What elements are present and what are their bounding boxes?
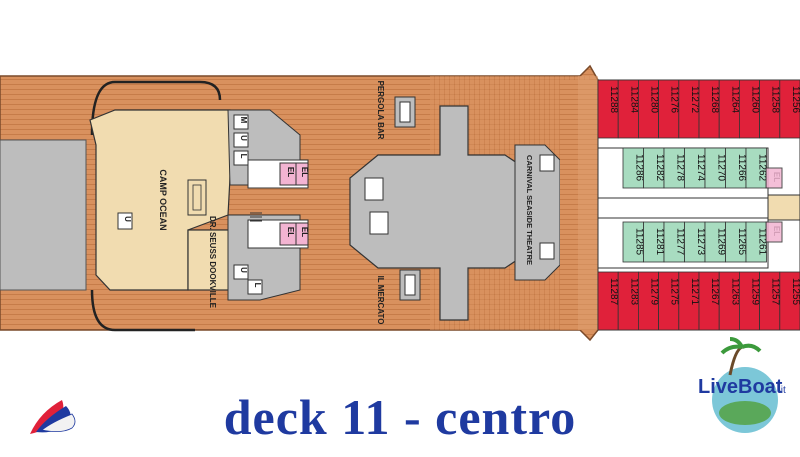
cabin-number: 11287 [608,278,619,306]
elevator-code: EL [300,167,309,177]
cabin-number: 11276 [669,86,680,114]
cabin-number: 11273 [695,228,706,256]
elevator-code: EL [286,167,295,177]
elevator-code: EL [286,227,295,237]
cabin-number: 11274 [695,154,706,182]
cabin-number: 11267 [709,278,720,306]
cabin-number: 11270 [715,154,726,182]
cabin-number: 11288 [608,86,619,114]
pergola-bar-label: PERGOLA BAR [376,81,385,140]
cabin-number: 11256 [790,86,800,114]
toilet-code: U [239,267,248,273]
deck-caption: deck 11 - centro [223,389,577,445]
dr-seuss-label: DR. SEUSS DOOKVILLE [208,216,217,309]
cabin-number: 11255 [790,278,800,306]
cabin-number: 11285 [633,228,644,256]
cabin-number: 11268 [709,86,720,114]
cabin-number: 11259 [750,278,761,306]
cabin-number: 11272 [689,86,700,114]
cabin-number: 11263 [729,278,740,306]
liveboat-logo-icon: LiveBoat .it [698,337,786,433]
cabin-number: 11275 [669,278,680,306]
toilet-code: M [239,117,248,124]
liveboat-suffix: .it [778,385,786,396]
cabin-number: 11260 [750,86,761,114]
cabin-number: 11282 [654,154,665,182]
cabin-number: 11261 [756,228,767,256]
cabin-number: 11264 [729,86,740,114]
cabin-number: 11280 [649,86,660,114]
liveboat-wordmark: LiveBoat [698,376,783,398]
cabin-number: 11257 [770,278,781,306]
toilet-code: U [239,135,248,141]
cabin-number: 11265 [736,228,747,256]
cabin-number: 11266 [736,154,747,182]
toilet-code: L [239,154,248,159]
cabin-number: 11262 [756,154,767,182]
dr-seuss-room [187,229,231,291]
stairs [250,212,262,222]
carnival-logo-icon [30,400,76,434]
cabin-number: 11271 [689,278,700,306]
camp-ocean-counter [187,179,207,216]
cabin-number: 11281 [654,228,665,256]
cabin-number: 11269 [715,228,726,256]
cabin-number: 11284 [628,86,639,114]
central-structure [349,105,521,321]
cabin-number: 11277 [674,228,685,256]
theatre-label: CARNIVAL SEASIDE THEATRE [525,155,534,265]
elevator-code: EL [300,227,309,237]
deck-plan: 11288 11284 11280 11276 11272 11268 11264 11260… [0,64,800,342]
cabin-number: 11286 [633,154,644,182]
cabin-number: 11279 [649,278,660,306]
toilet-code: U [123,216,132,222]
il-mercato-label: IL MERCATO [376,276,385,325]
structure-left [0,139,87,291]
cabin-number: 11278 [674,154,685,182]
toilet-code: L [253,283,262,288]
cabin-number: 11283 [628,278,639,306]
cabin-number: 11258 [770,86,781,114]
camp-ocean-label: CAMP OCEAN [158,169,168,230]
